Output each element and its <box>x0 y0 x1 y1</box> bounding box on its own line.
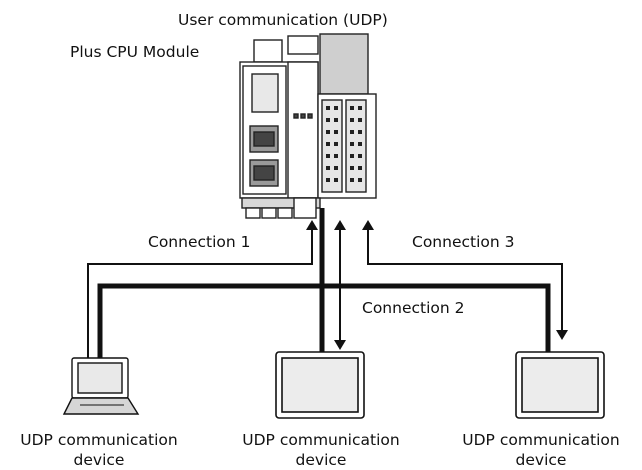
device-3-line1: UDP communication <box>462 431 620 449</box>
device-3-label: UDP communication device <box>446 430 636 470</box>
connection-1-label: Connection 1 <box>148 233 251 251</box>
plc-module-label: Plus CPU Module <box>70 43 200 61</box>
device-2-line2: device <box>295 451 347 469</box>
connection-3-label: Connection 3 <box>412 233 515 251</box>
touch-panel-icon <box>275 351 365 419</box>
plc-module-icon <box>239 33 377 219</box>
device-2-line1: UDP communication <box>242 431 400 449</box>
device-1-line2: device <box>73 451 125 469</box>
laptop-icon <box>62 357 140 415</box>
device-1-label: UDP communication device <box>4 430 194 470</box>
connection-2-label: Connection 2 <box>362 299 465 317</box>
device-2-label: UDP communication device <box>226 430 416 470</box>
diagram-title: User communication (UDP) <box>178 11 388 29</box>
touch-panel-icon <box>515 351 605 419</box>
device-3-line2: device <box>515 451 567 469</box>
network-cable <box>97 208 551 360</box>
terminal-block-icon <box>326 106 362 182</box>
device-1-line1: UDP communication <box>20 431 178 449</box>
